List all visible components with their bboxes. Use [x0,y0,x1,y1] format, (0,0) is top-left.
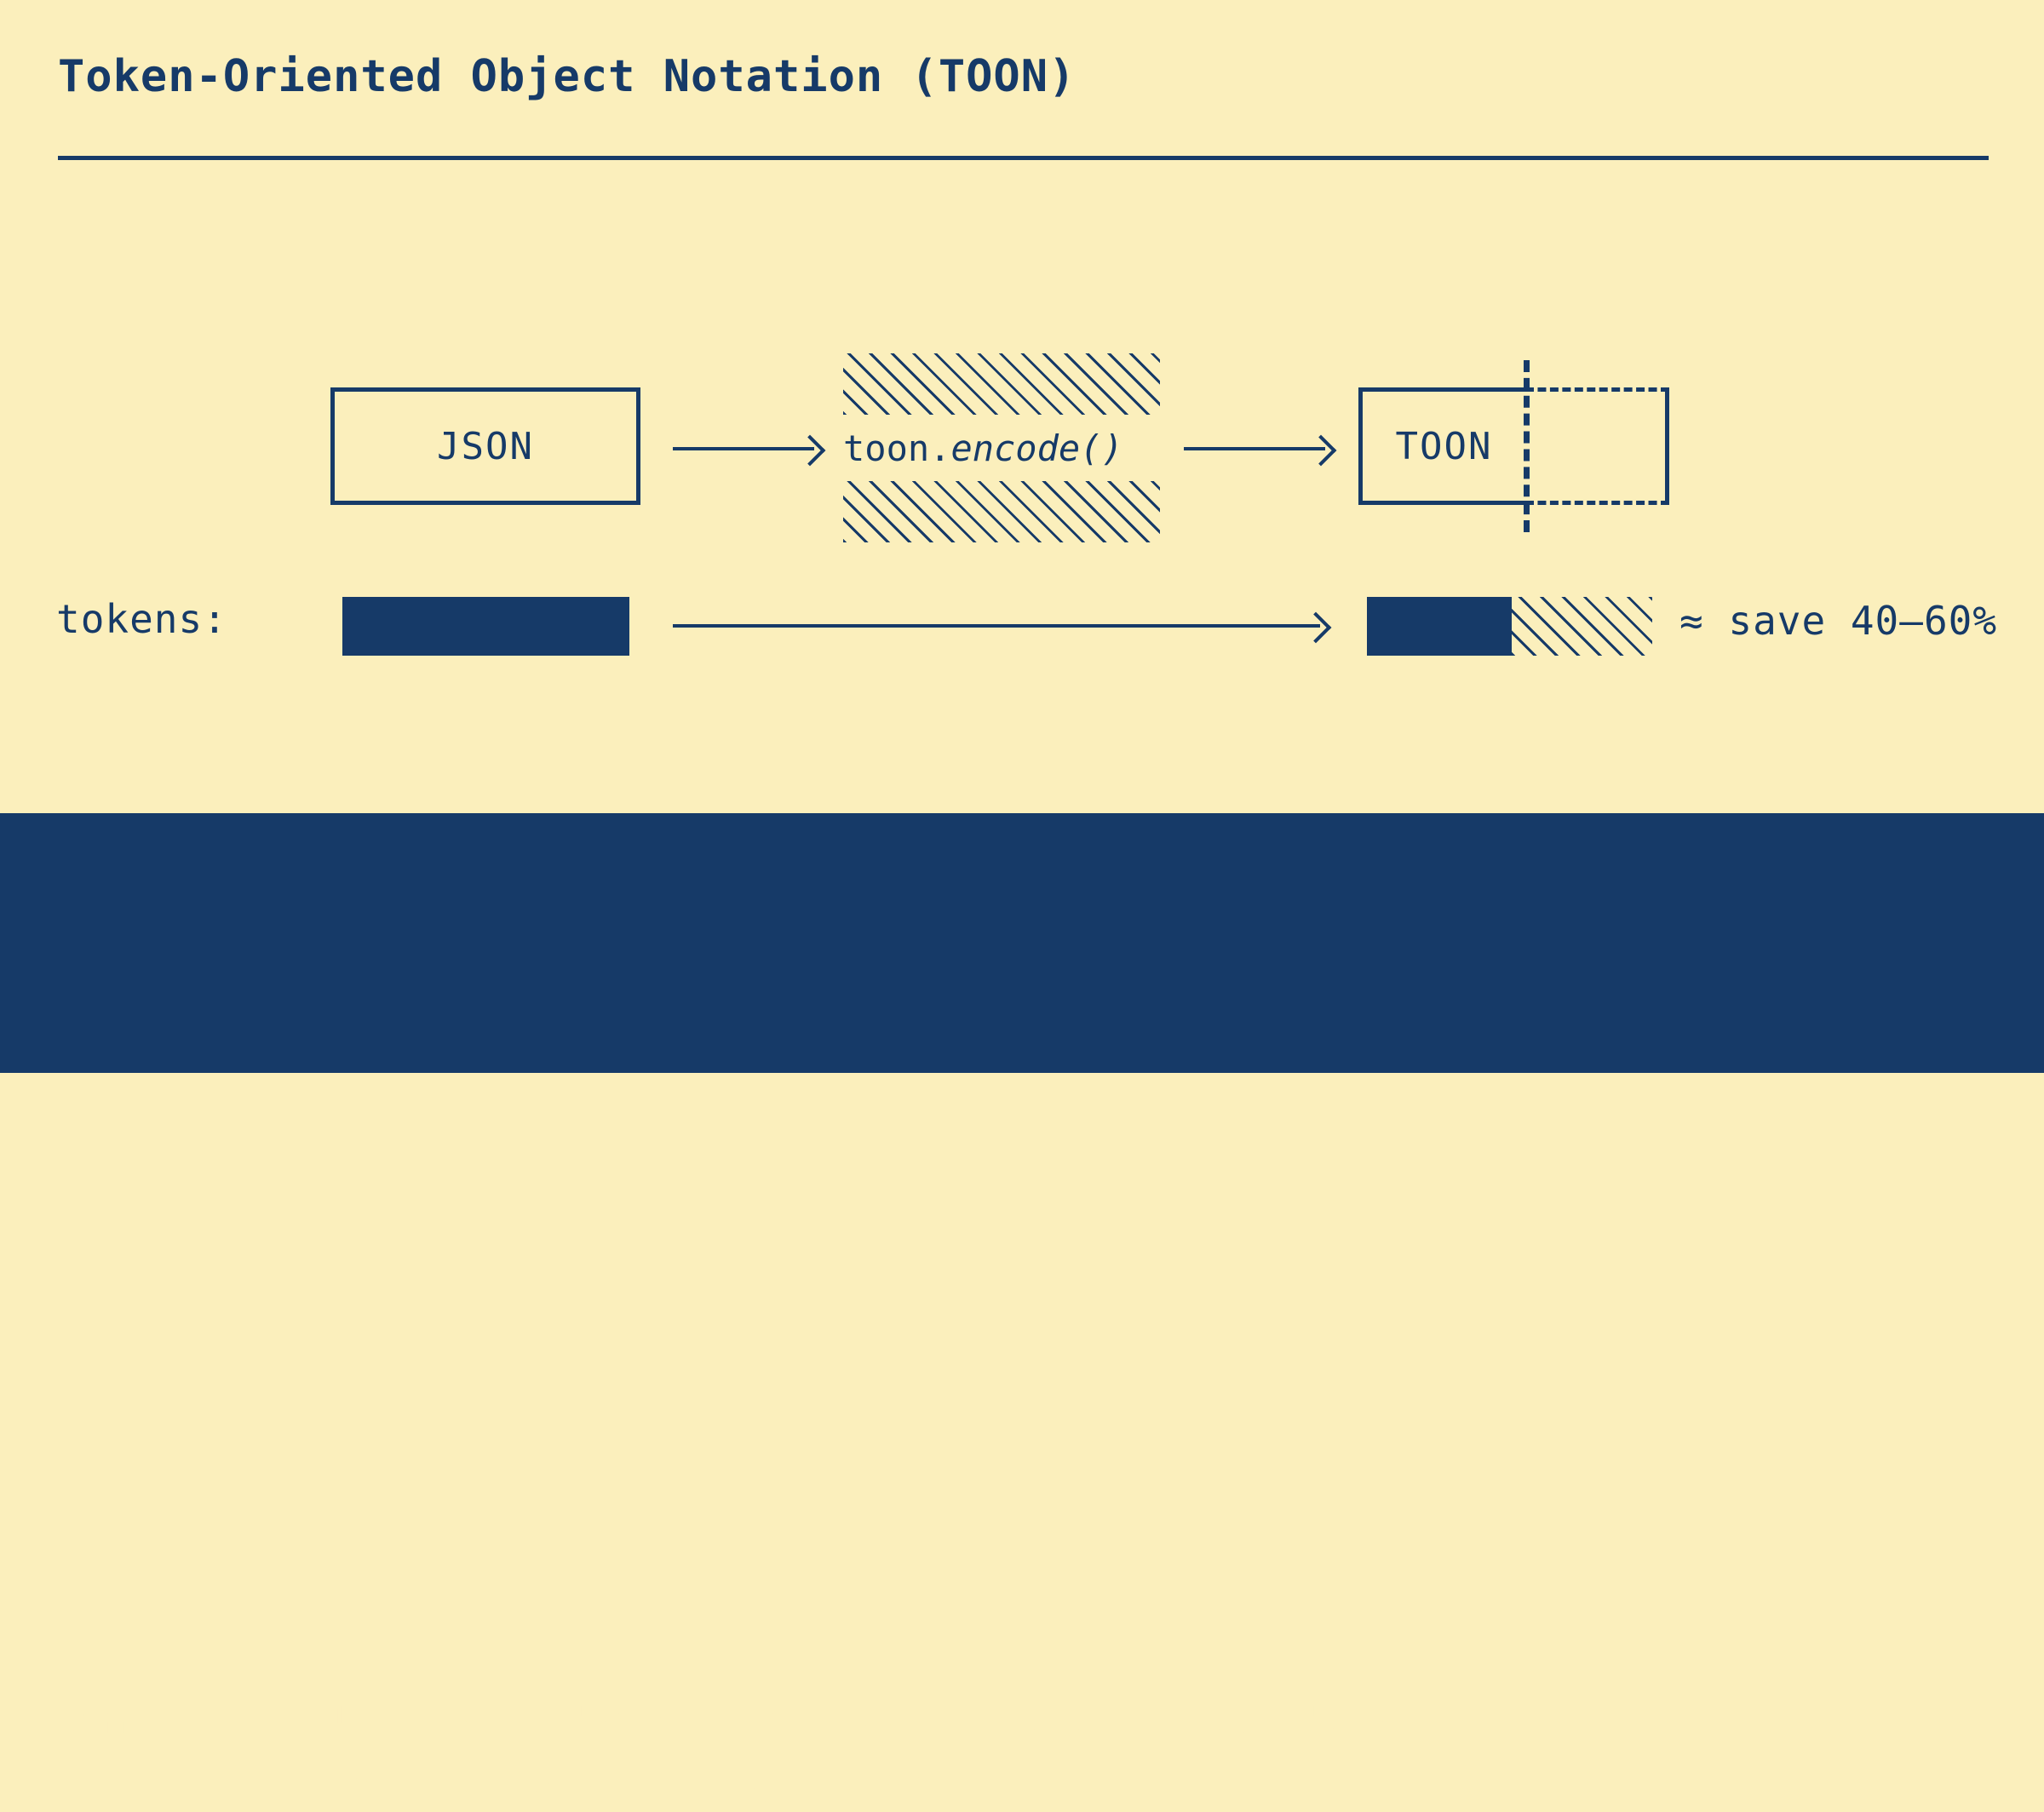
arrow-json-to-encode-head [794,434,826,467]
sample-row-toon-arrow: → [451,1772,473,1811]
sample-row-json-code: { "tags": ["jazz", "chill", "lofi"] } [528,1699,1395,1742]
encode-label-plain: toon. [843,427,951,469]
toon-box-divider [1524,360,1530,532]
toon-target-box: TOON [1358,360,1669,532]
hatch-band-top-icon [843,353,1160,415]
json-box-label: JSON [437,424,534,468]
toon-box-saved-half [1525,387,1669,505]
title-divider [58,156,1989,160]
sample-row-toon-kind: TOON [324,1769,417,1812]
arrow-json-to-encode-line [673,447,814,450]
tokens-bar-json [342,597,629,656]
encode-process-block: toon.encode() [843,353,1160,542]
toon-box-label: TOON [1395,424,1493,468]
arrow-encode-to-toon-head [1305,434,1337,467]
sample-row-json-kind: JSON [324,1699,417,1742]
tokens-row-label: tokens: [56,596,227,642]
sample-row-toon: TOON → tags[3]: jazz,chill,lofi [324,1769,1090,1812]
poster-canvas: Token-Oriented Object Notation (TOON) JS… [0,51,2044,1812]
encode-label: toon.encode() [843,415,1160,481]
sample-panel: sample: JSON → { "tags": ["jazz", "chill",… [0,813,2044,1812]
json-source-box: JSON [330,387,640,505]
tokens-bar-toon-saved [1512,597,1652,656]
arrow-tokens-line [673,624,1320,628]
encode-label-italic: encode() [950,427,1123,469]
toon-box-filled-half: TOON [1358,387,1525,505]
tokens-bar-toon-used [1367,597,1512,656]
sample-label: sample: [56,1699,221,1742]
sample-row-toon-code: tags[3]: jazz,chill,lofi [528,1769,1090,1812]
arrow-tokens-head [1300,611,1332,644]
savings-note: ≈ save 40–60% [1679,598,1998,644]
sample-row-json-arrow: → [451,1702,473,1741]
sample-row-json: JSON → { "tags": ["jazz", "chill", "lofi"]… [324,1699,1394,1742]
page-title: Token-Oriented Object Notation (TOON) [58,51,1077,102]
hatch-band-bottom-icon [843,481,1160,542]
arrow-encode-to-toon-line [1184,447,1325,450]
